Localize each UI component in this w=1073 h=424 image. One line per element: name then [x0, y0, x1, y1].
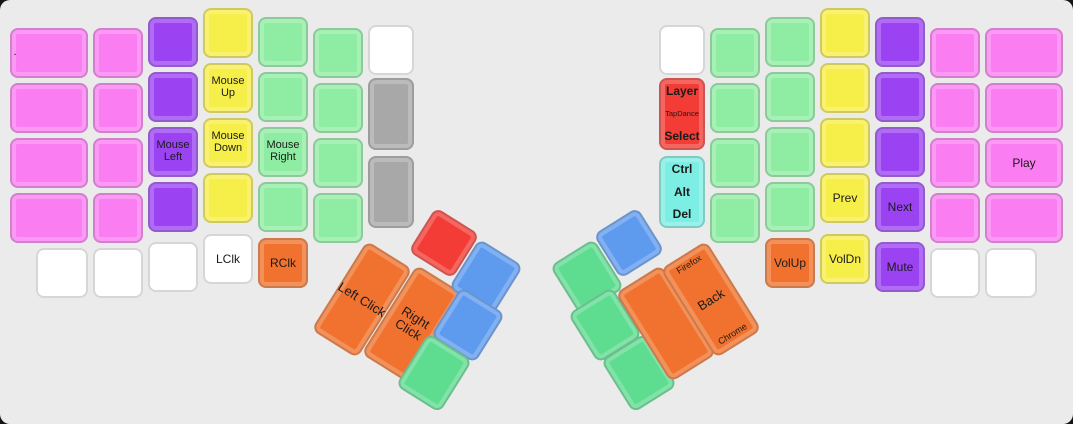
key-right-b5[interactable]	[985, 248, 1037, 298]
key-left-b3[interactable]	[148, 242, 198, 292]
key-left-r1c1[interactable]: .	[10, 28, 88, 78]
key-label: Alt	[674, 184, 690, 199]
key-mute[interactable]: Mute	[875, 242, 925, 292]
key-mouse-right[interactable]: Mouse Right	[258, 127, 308, 177]
key-mouse-down[interactable]: Mouse Down	[203, 118, 253, 168]
key-play[interactable]: Play	[985, 138, 1063, 188]
key-label: Mouse Left	[156, 139, 190, 163]
key-left-r2c7[interactable]	[368, 78, 414, 150]
key-left-r2c1[interactable]	[10, 83, 88, 133]
key-right-r3c6[interactable]	[710, 138, 760, 188]
key-label: Prev	[832, 190, 858, 205]
key-left-r3c2[interactable]	[93, 138, 143, 188]
key-rclk[interactable]: RClk	[258, 238, 308, 288]
key-left-r1c7[interactable]	[368, 25, 414, 75]
key-left-r4c5[interactable]	[258, 182, 308, 232]
key-lclk[interactable]: LClk	[203, 234, 253, 284]
key-left-b1[interactable]	[36, 248, 88, 298]
key-label: LClk	[215, 251, 240, 266]
key-label: Play	[1012, 155, 1036, 170]
key-mouse-up[interactable]: Mouse Up	[203, 63, 253, 113]
key-label: VolUp	[773, 255, 807, 270]
key-label: Mouse Up	[211, 75, 245, 99]
key-right-b4[interactable]	[930, 248, 980, 298]
key-left-r4c1[interactable]	[10, 193, 88, 243]
key-right-r4c2[interactable]	[930, 193, 980, 243]
key-left-b2[interactable]	[93, 248, 143, 298]
key-label: .	[13, 46, 17, 59]
key-left-r1c3[interactable]	[148, 17, 198, 67]
key-right-r1c2[interactable]	[930, 28, 980, 78]
key-left-r1c4[interactable]	[203, 8, 253, 58]
key-right-r4c5[interactable]	[765, 182, 815, 232]
key-label: Left Click	[335, 278, 389, 320]
key-label: VolDn	[828, 251, 862, 266]
key-left-r3c1[interactable]	[10, 138, 88, 188]
key-right-r2c5[interactable]	[765, 72, 815, 122]
key-label: Mouse Right	[266, 139, 300, 163]
key-label: Next	[887, 199, 913, 214]
key-right-r1c4[interactable]	[820, 8, 870, 58]
key-label: RClk	[270, 255, 296, 270]
key-left-r3c6[interactable]	[313, 138, 363, 188]
key-right-r2c6[interactable]	[710, 83, 760, 133]
key-label: Chrome	[715, 320, 749, 347]
key-left-r2c5[interactable]	[258, 72, 308, 122]
key-left-r2c6[interactable]	[313, 83, 363, 133]
key-label: Select	[664, 129, 700, 144]
key-right-r4c6[interactable]	[710, 193, 760, 243]
key-right-r1c3[interactable]	[875, 17, 925, 67]
key-left-r3c7[interactable]	[368, 156, 414, 228]
key-right-r2c3[interactable]	[875, 72, 925, 122]
key-next[interactable]: Next	[875, 182, 925, 232]
key-right-r2c2[interactable]	[930, 83, 980, 133]
key-volup[interactable]: VolUp	[765, 238, 815, 288]
key-label: Mute	[886, 259, 914, 274]
key-right-r2c4[interactable]	[820, 63, 870, 113]
key-left-r2c2[interactable]	[93, 83, 143, 133]
key-left-r4c2[interactable]	[93, 193, 143, 243]
key-left-r1c2[interactable]	[93, 28, 143, 78]
key-right-r3c5[interactable]	[765, 127, 815, 177]
key-left-r2c3[interactable]	[148, 72, 198, 122]
key-left-r1c6[interactable]	[313, 28, 363, 78]
key-voldn[interactable]: VolDn	[820, 234, 870, 284]
key-right-r3c4[interactable]	[820, 118, 870, 168]
key-right-r3c3[interactable]	[875, 127, 925, 177]
key-right-r1c5[interactable]	[765, 17, 815, 67]
key-left-r4c4[interactable]	[203, 173, 253, 223]
key-right-r1c1[interactable]	[985, 28, 1063, 78]
key-right-r3c2[interactable]	[930, 138, 980, 188]
key-left-r4c6[interactable]	[313, 193, 363, 243]
key-label: Mouse Down	[211, 130, 245, 154]
key-label: Del	[672, 207, 692, 222]
key-right-r4c1[interactable]	[985, 193, 1063, 243]
key-mouse-left[interactable]: Mouse Left	[148, 127, 198, 177]
key-prev[interactable]: Prev	[820, 173, 870, 223]
key-right-r2c1[interactable]	[985, 83, 1063, 133]
key-left-r1c5[interactable]	[258, 17, 308, 67]
key-label: TapDance	[665, 109, 699, 119]
key-left-r4c3[interactable]	[148, 182, 198, 232]
key-right-r1c7[interactable]	[659, 25, 705, 75]
key-label: Layer	[665, 84, 699, 98]
key-label: Ctrl	[671, 162, 693, 176]
key-right-r1c6[interactable]	[710, 28, 760, 78]
key-label: Firefox	[674, 252, 704, 276]
key-label: Back	[694, 285, 728, 314]
